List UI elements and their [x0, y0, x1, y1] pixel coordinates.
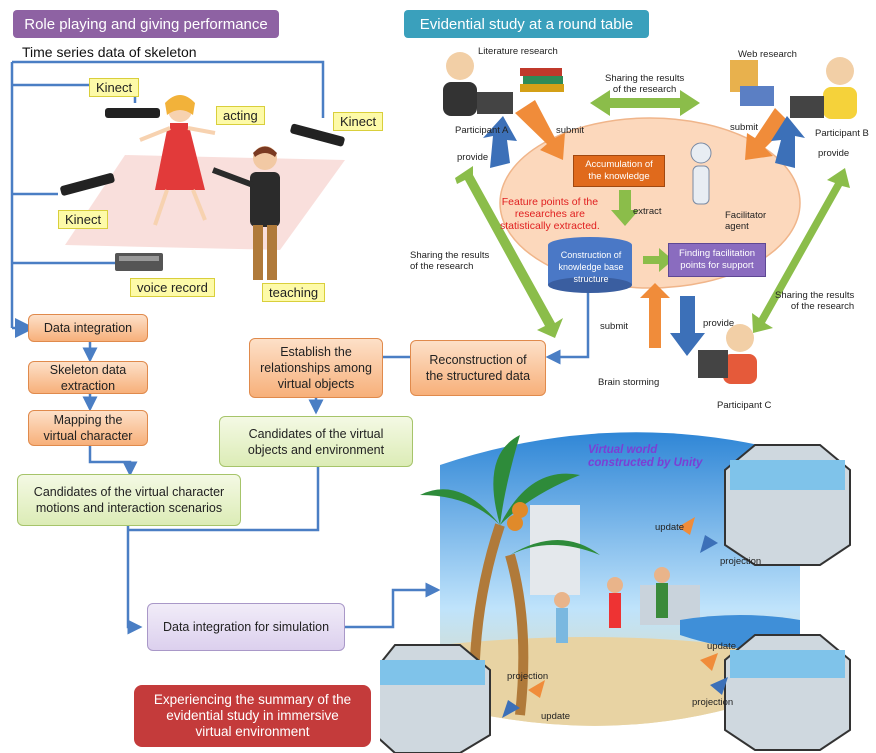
experiencing-box: Experiencing the summary of the evidenti…: [134, 685, 371, 747]
submit-label-b: submit: [730, 122, 758, 133]
simulation-box: Data integration for simulation: [147, 603, 345, 651]
update-label-1: update: [655, 522, 685, 533]
establish-relationships-box: Establish the relationships among virtua…: [249, 338, 383, 398]
extract-label: extract: [633, 206, 662, 217]
submit-label-a: submit: [556, 125, 584, 136]
update-label-2: update: [541, 711, 571, 722]
acting-label: acting: [216, 106, 265, 125]
feature-points-text: Feature points of the researches are sta…: [500, 196, 600, 232]
submit-label-c: submit: [600, 321, 628, 332]
sharing-label-top: Sharing the results of the research: [605, 73, 685, 95]
kinect-label-left: Kinect: [58, 210, 109, 229]
virtual-world-title: Virtual world constructed by Unity: [588, 444, 703, 469]
skeleton-extraction-box: Skeleton data extraction: [28, 361, 148, 394]
projection-label-3: projection: [692, 697, 734, 708]
facilitator-label: Facilitator agent: [725, 210, 767, 232]
projection-label-1: projection: [720, 556, 762, 567]
projection-label-2: projection: [507, 671, 549, 682]
kinect-label-right: Kinect: [333, 112, 384, 131]
accumulation-box: Accumulation of the knowledge: [573, 155, 665, 187]
literature-research-label: Literature research: [478, 46, 558, 57]
participant-a-label: Participant A: [455, 125, 509, 136]
left-section-header: Role playing and giving performance: [13, 10, 279, 38]
mapping-character-box: Mapping the virtual character: [28, 410, 148, 446]
provide-label-b: provide: [818, 148, 850, 159]
construction-label: Construction of knowledge base structure: [558, 250, 624, 284]
web-research-label: Web research: [738, 49, 797, 60]
provide-label-a: provide: [457, 152, 489, 163]
participant-b-label: Participant B: [815, 128, 869, 139]
right-section-header: Evidential study at a round table: [404, 10, 649, 38]
kinect-label-top: Kinect: [89, 78, 140, 97]
reconstruction-box: Reconstruction of the structured data: [410, 340, 546, 396]
round-table-diagram: [443, 52, 857, 384]
update-label-3: update: [707, 641, 737, 652]
brain-storming-label: Brain storming: [598, 377, 660, 388]
participant-c-label: Participant C: [717, 400, 772, 411]
teaching-label: teaching: [262, 283, 326, 302]
provide-label-c: provide: [703, 318, 735, 329]
sharing-label-left: Sharing the results of the research: [410, 250, 490, 272]
sharing-label-right: Sharing the results of the research: [775, 290, 855, 312]
role-play-scene: [60, 95, 345, 280]
finding-box: Finding facilitation points for support: [668, 243, 766, 277]
voice-record-label: voice record: [130, 278, 215, 297]
skeleton-title: Time series data of skeleton: [22, 44, 197, 60]
candidates-objects-box: Candidates of the virtual objects and en…: [219, 416, 413, 467]
candidates-character-box: Candidates of the virtual character moti…: [17, 474, 241, 526]
virtual-world-scene: [380, 432, 851, 753]
data-integration-box: Data integration: [28, 314, 148, 342]
